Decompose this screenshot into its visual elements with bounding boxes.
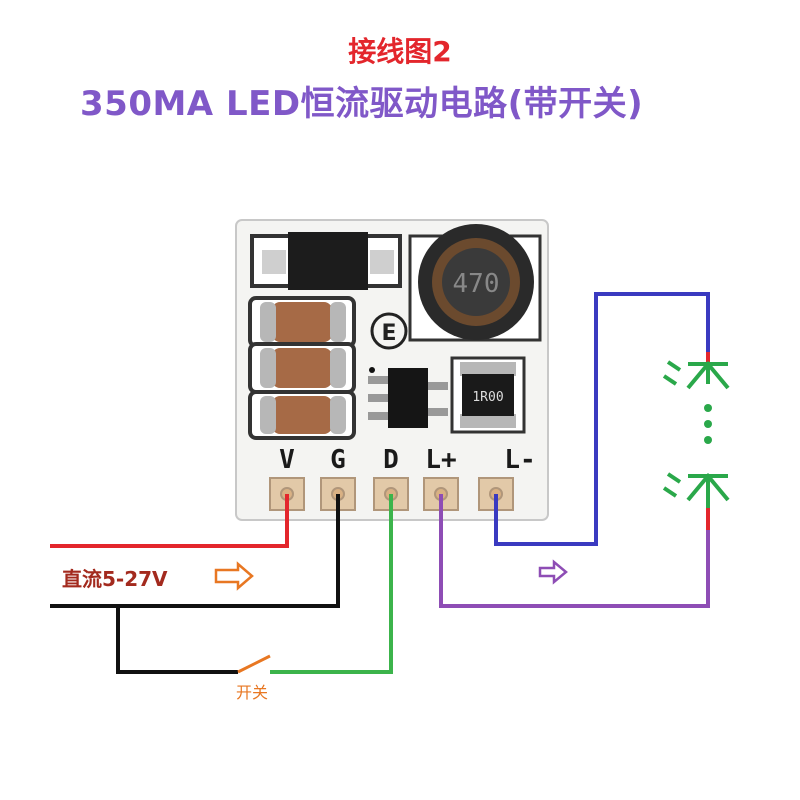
supply-label: 直流5-27V — [62, 567, 168, 591]
e-mark-circle — [370, 312, 408, 350]
switch-lever — [237, 654, 271, 674]
switch-label: 开关 — [236, 683, 268, 702]
led-dots — [704, 404, 712, 444]
wire-g — [50, 494, 340, 608]
ic-chip — [368, 367, 448, 428]
wire-lminus — [494, 292, 710, 546]
wire-lplus — [439, 494, 710, 608]
pin-label-g: G — [330, 445, 346, 475]
wire-d — [270, 494, 393, 674]
arrow-supply — [214, 561, 254, 591]
smd-diode — [288, 232, 368, 290]
arrow-current — [538, 559, 568, 585]
wire-v — [50, 494, 289, 548]
pin-label-lplus: L+ — [425, 445, 456, 475]
diagram-title: 接线图2 — [348, 35, 452, 68]
resistor: 1R00 — [450, 356, 526, 434]
wire-g-switch — [116, 606, 238, 674]
pcb-board: 470 E 1R00 V G D L+ L- — [235, 219, 549, 521]
led-bottom — [662, 472, 730, 508]
pin-label-d: D — [383, 445, 399, 475]
inductor-code: 470 — [453, 269, 500, 299]
capacitors — [248, 296, 356, 440]
e-mark: E — [381, 321, 396, 346]
resistor-code: 1R00 — [472, 390, 503, 405]
pin-label-v: V — [279, 445, 295, 475]
inductor: 470 — [408, 224, 542, 342]
led-top — [662, 360, 730, 390]
pin-label-lminus: L- — [504, 445, 535, 475]
diagram-subtitle: 350MA LED恒流驱动电路(带开关) — [80, 84, 644, 124]
